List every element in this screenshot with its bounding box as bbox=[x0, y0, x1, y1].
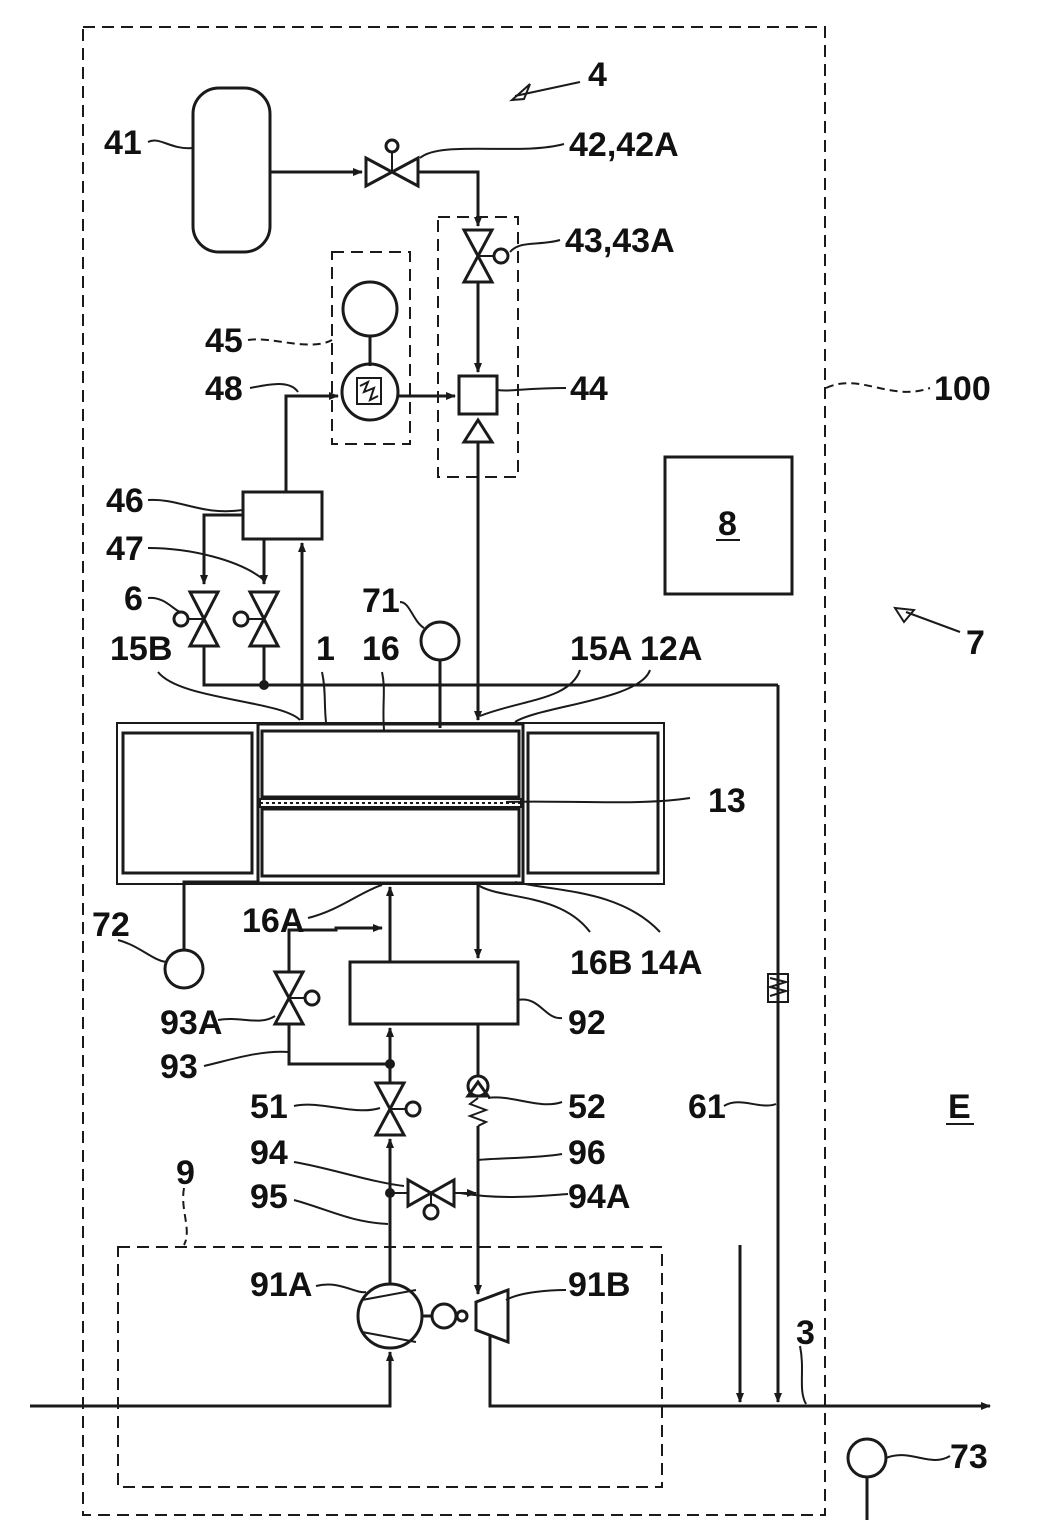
label-8: 8 bbox=[718, 505, 737, 543]
label-3: 3 bbox=[796, 1314, 815, 1352]
label-94: 94 bbox=[250, 1134, 288, 1172]
stack-housing bbox=[117, 723, 664, 884]
label-47: 47 bbox=[106, 530, 144, 568]
label-72: 72 bbox=[92, 906, 130, 944]
label-15A: 15A bbox=[570, 630, 632, 668]
label-14A: 14A bbox=[640, 944, 702, 982]
bypass-valve-93A bbox=[275, 972, 319, 1024]
recirculation-blower-45 bbox=[342, 364, 398, 420]
membrane-13 bbox=[260, 799, 521, 807]
label-93: 93 bbox=[160, 1048, 198, 1086]
motor-shaft-91 bbox=[432, 1304, 456, 1328]
label-52: 52 bbox=[568, 1088, 606, 1126]
label-73: 73 bbox=[950, 1438, 988, 1476]
label-16: 16 bbox=[362, 630, 400, 668]
label-100: 100 bbox=[934, 370, 991, 408]
humidifier-92 bbox=[350, 962, 518, 1024]
turbine-91B bbox=[476, 1290, 508, 1342]
valve-94A bbox=[408, 1180, 454, 1219]
label-91B: 91B bbox=[568, 1266, 630, 1304]
motor-45 bbox=[343, 282, 397, 336]
label-95: 95 bbox=[250, 1178, 288, 1216]
label-15B: 15B bbox=[110, 630, 172, 668]
label-92: 92 bbox=[568, 1004, 606, 1042]
valve-6 bbox=[174, 592, 218, 646]
sensor-72 bbox=[165, 950, 203, 988]
sensor-71 bbox=[421, 622, 459, 660]
label-E: E bbox=[948, 1088, 971, 1126]
water-separator-46 bbox=[243, 492, 322, 539]
label-13: 13 bbox=[708, 782, 746, 820]
valve-42 bbox=[366, 140, 418, 186]
valve-47 bbox=[234, 592, 278, 646]
reference-numerals: 4 41 42,42A 43,43A 45 48 44 100 46 47 8 … bbox=[92, 56, 991, 1476]
sensor-73 bbox=[848, 1439, 886, 1477]
label-45: 45 bbox=[205, 322, 243, 360]
label-96: 96 bbox=[568, 1134, 606, 1172]
label-48: 48 bbox=[205, 370, 243, 408]
label-4: 4 bbox=[588, 56, 607, 94]
label-51: 51 bbox=[250, 1088, 288, 1126]
leader-lines bbox=[118, 82, 960, 1460]
label-6: 6 bbox=[124, 580, 143, 618]
tank-41 bbox=[193, 88, 270, 252]
label-61: 61 bbox=[688, 1088, 726, 1126]
label-1: 1 bbox=[316, 630, 335, 668]
label-43: 43,43A bbox=[565, 222, 675, 260]
label-94A: 94A bbox=[568, 1178, 630, 1216]
ejector-44 bbox=[459, 376, 497, 414]
label-16B: 16B bbox=[570, 944, 632, 982]
valve-51 bbox=[376, 1083, 420, 1135]
label-44: 44 bbox=[570, 370, 608, 408]
label-12A: 12A bbox=[640, 630, 702, 668]
label-42: 42,42A bbox=[569, 126, 679, 164]
stack-side-left bbox=[123, 733, 252, 873]
label-91A: 91A bbox=[250, 1266, 312, 1304]
compressor-91A bbox=[358, 1284, 422, 1348]
label-71: 71 bbox=[362, 582, 400, 620]
system-boundary-100 bbox=[83, 27, 825, 1515]
label-16A: 16A bbox=[242, 902, 304, 940]
label-93A: 93A bbox=[160, 1004, 222, 1042]
valve-43 bbox=[464, 230, 508, 282]
label-41: 41 bbox=[104, 124, 142, 162]
label-9: 9 bbox=[176, 1154, 195, 1192]
label-7: 7 bbox=[966, 624, 985, 662]
label-46: 46 bbox=[106, 482, 144, 520]
